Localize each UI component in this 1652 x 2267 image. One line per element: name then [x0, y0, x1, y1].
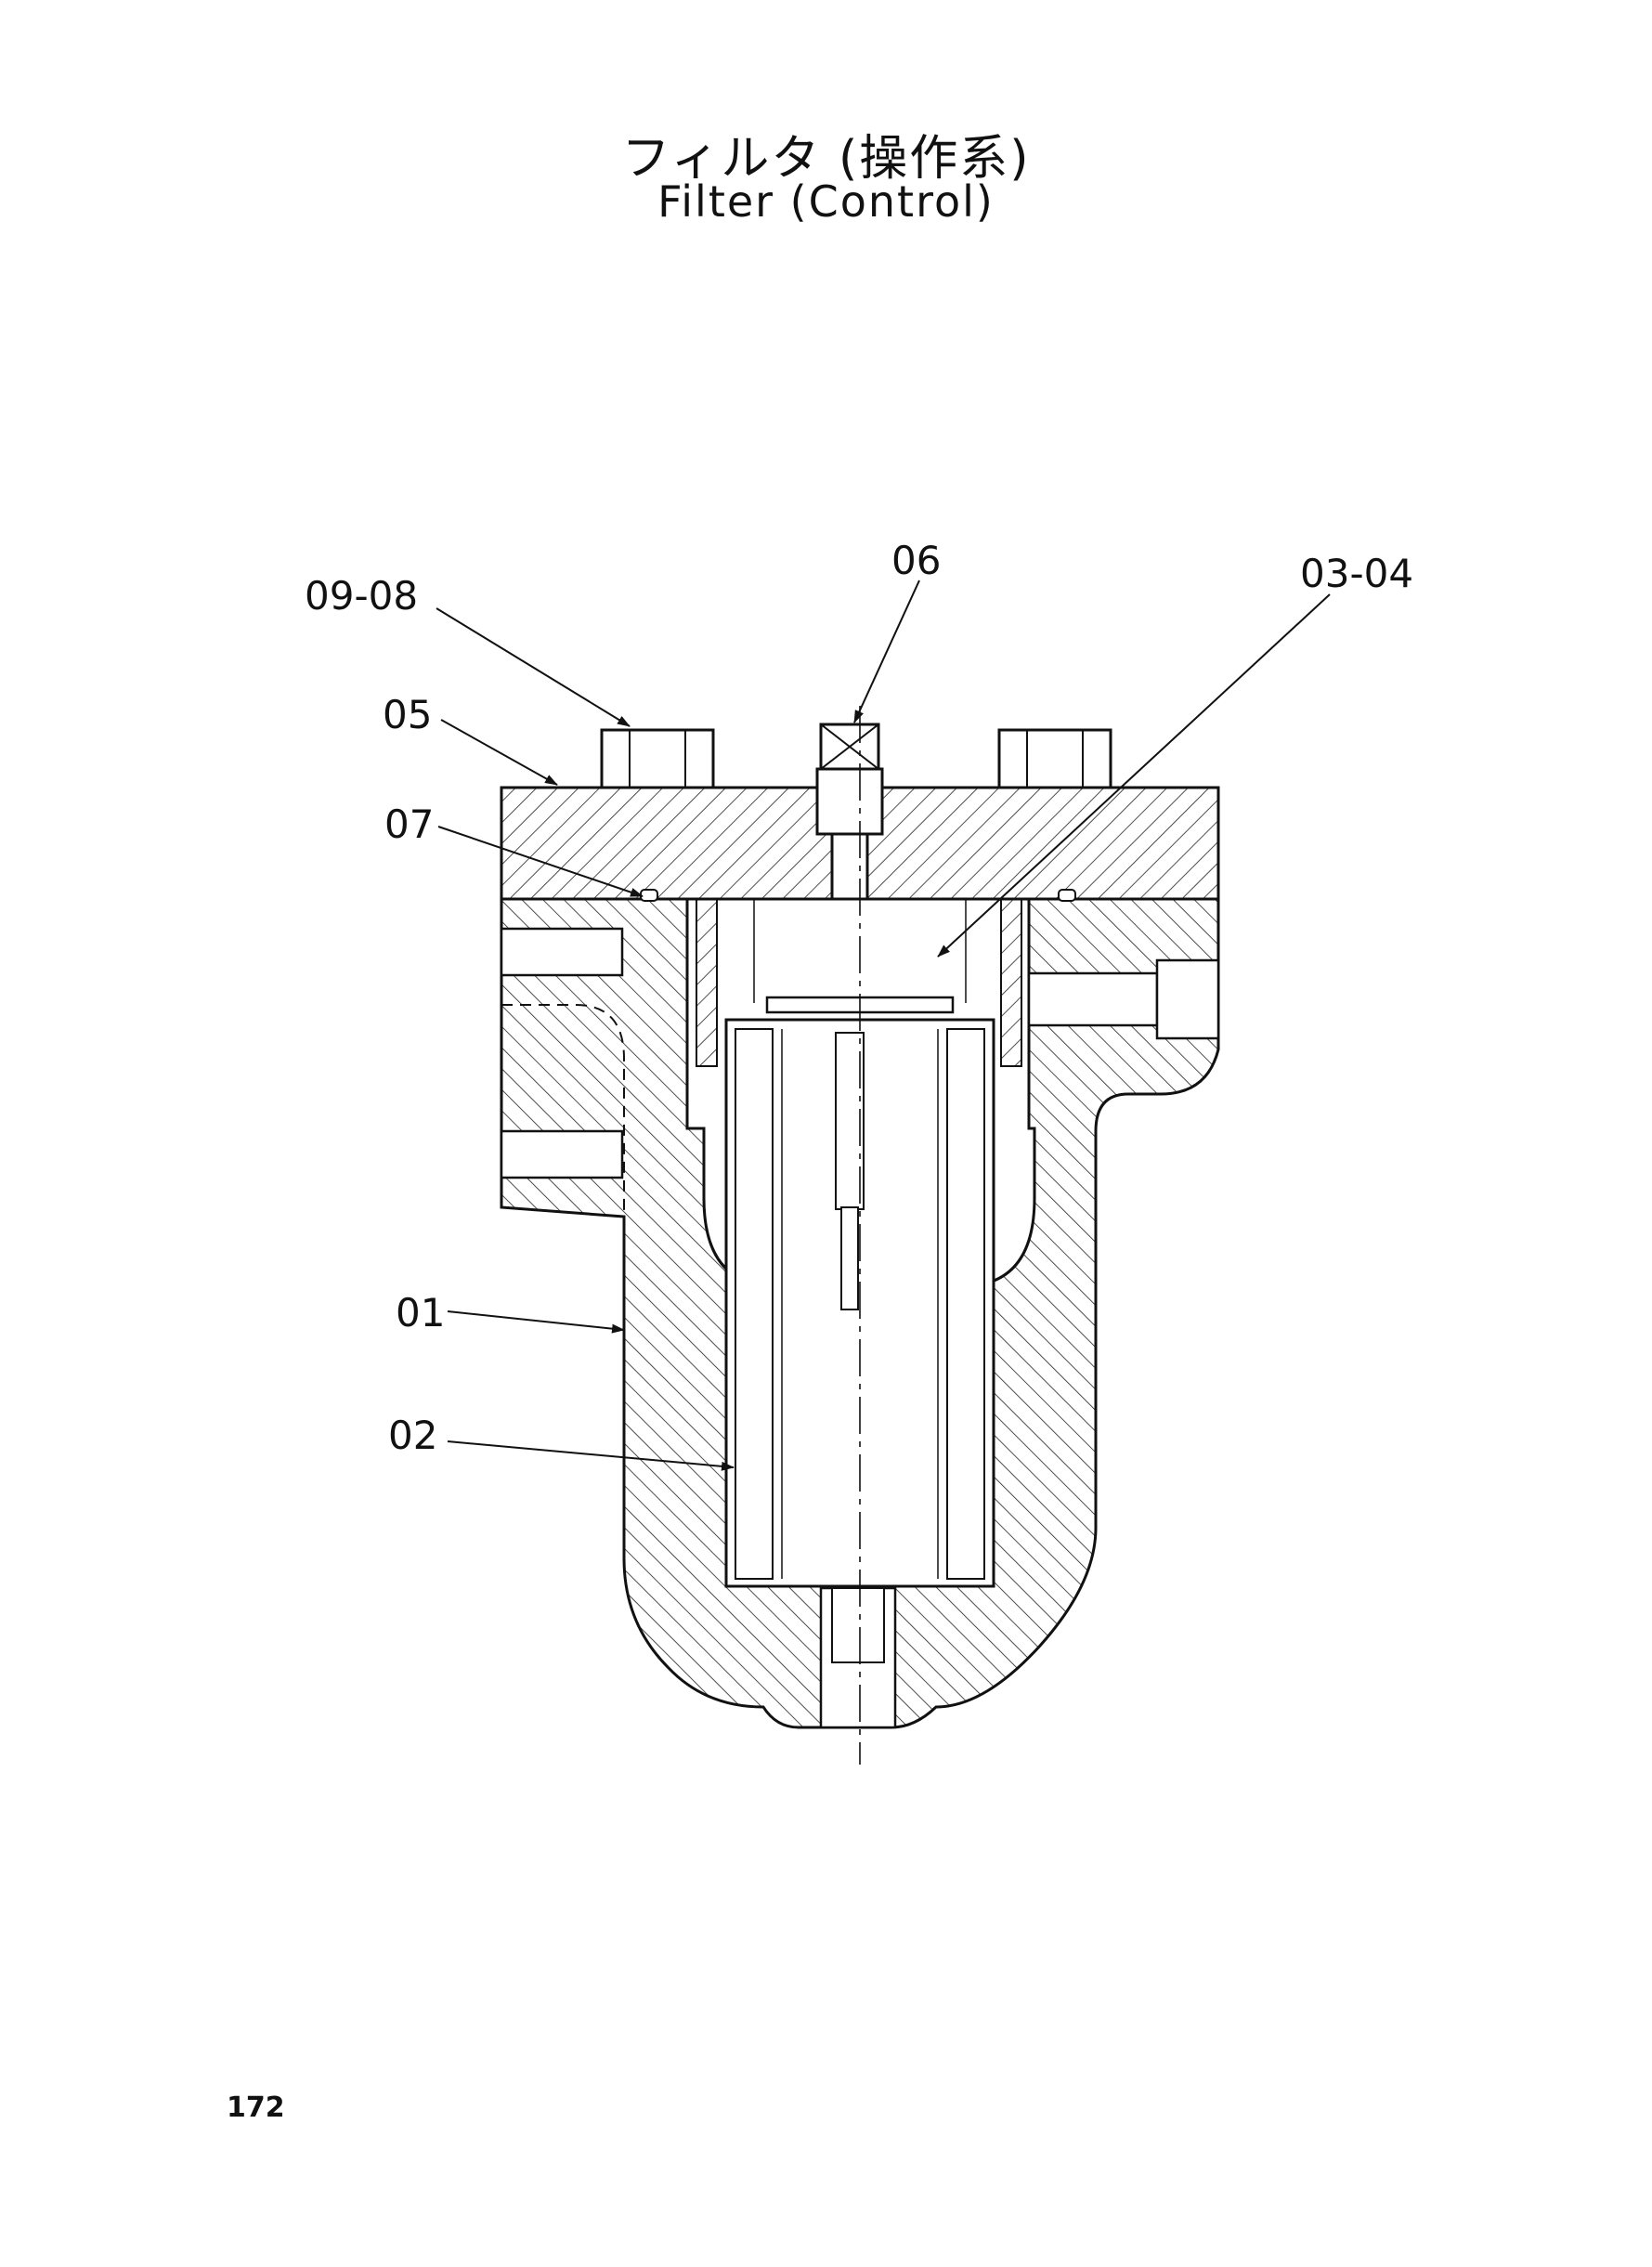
bolt-right: [997, 728, 1112, 789]
callout-01: 01: [396, 1290, 445, 1335]
callout-09-08: 09-08: [305, 573, 418, 619]
callout-03-04: 03-04: [1300, 551, 1413, 596]
vent-plug: [815, 723, 884, 901]
bolt-left: [600, 728, 715, 789]
drawing-title-english: Filter (Control): [657, 176, 995, 227]
inner-sleeve: [696, 898, 1022, 1067]
callout-07: 07: [384, 801, 434, 847]
callout-06: 06: [891, 538, 941, 583]
page-number: 172: [227, 2091, 285, 2124]
callout-05: 05: [383, 692, 432, 737]
callout-02: 02: [388, 1413, 437, 1458]
drawing-title-japanese: フィルタ (操作系): [621, 131, 1031, 187]
leader-lines: [436, 580, 1331, 1471]
